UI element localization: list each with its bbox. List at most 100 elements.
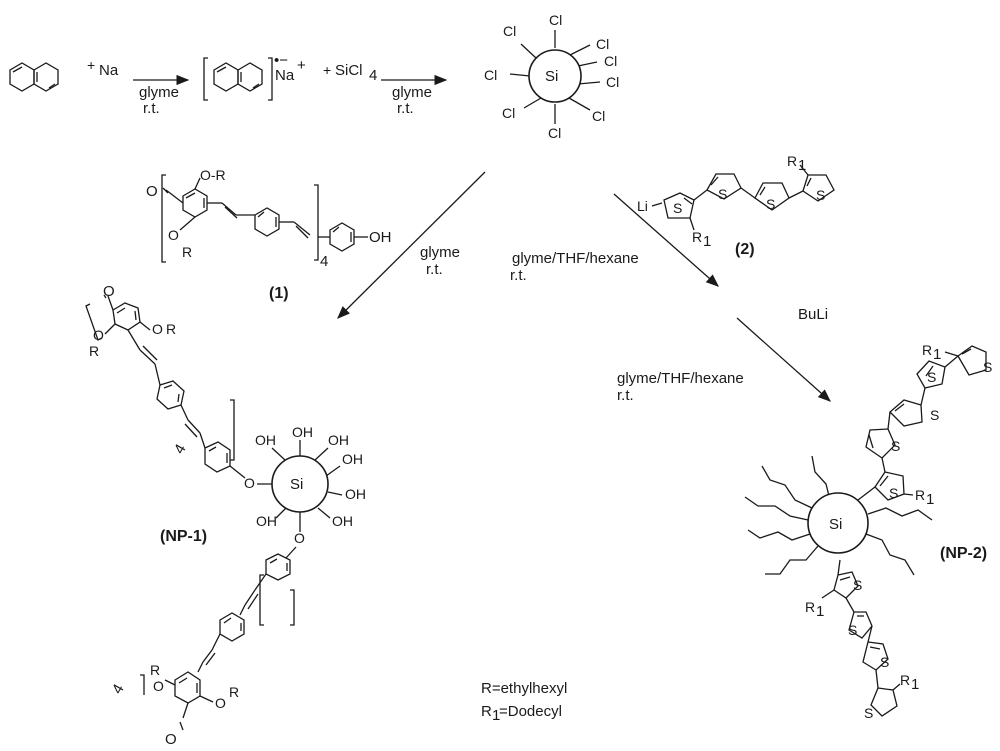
compound-1-label: (1) — [269, 285, 289, 302]
naphthalene-structure — [9, 62, 59, 92]
sicl4-subscript: 4 — [369, 67, 377, 84]
condition-step2-temp: r.t. — [397, 100, 414, 117]
carbonyl-o: O — [146, 183, 158, 200]
r1-label: R — [787, 153, 797, 169]
cl-atom: Cl — [502, 105, 515, 121]
np1-nanoparticle: O O R O R 4 O Si OH OH OH OH OH OH OH O — [85, 283, 366, 748]
alkoxy-or-label: O-R — [200, 167, 226, 183]
legend-r1-subscript: 1 — [492, 707, 500, 724]
repeat-count: 4 — [109, 681, 128, 697]
r1-subscript: 1 — [816, 603, 824, 620]
sulfur-atom: S — [983, 359, 992, 375]
condition-step4-temp: r.t. — [510, 267, 527, 284]
hydroxyl-label: OH — [255, 432, 276, 448]
radical-anion-sign: •− — [274, 52, 288, 69]
carbonyl-o: O — [103, 283, 115, 300]
r1-subscript: 1 — [926, 491, 934, 508]
cl-atom: Cl — [596, 36, 609, 52]
alkoxy-o-label: O — [93, 327, 104, 343]
carbonyl-o: O — [165, 731, 177, 748]
r1-subscript: 1 — [911, 676, 919, 693]
arrow-step4 — [613, 193, 719, 287]
sulfur-atom: S — [891, 438, 900, 454]
alkoxy-o-label: O — [215, 695, 226, 711]
sulfur-atom: S — [816, 187, 825, 203]
condition-step1-solvent: glyme — [139, 84, 179, 101]
condition-step2-solvent: glyme — [392, 84, 432, 101]
alkoxy-r-label: R — [166, 321, 176, 337]
sodium-cation-label: Na — [275, 67, 295, 84]
r1-label: R — [922, 342, 932, 358]
condition-step5-solvent: glyme/THF/hexane — [617, 370, 744, 387]
condition-step4-solvent: glyme/THF/hexane — [512, 250, 639, 267]
si-core-label: Si — [545, 68, 558, 85]
lithium-label: Li — [637, 198, 648, 214]
condition-step3-solvent: glyme — [420, 244, 460, 261]
cl-atom: Cl — [606, 74, 619, 90]
alkoxy-o-label: O — [152, 321, 163, 337]
r1-subscript: 1 — [798, 157, 806, 174]
compound-1-structure: O O-R O R 4 OH — [146, 167, 392, 270]
sulfur-atom: S — [889, 485, 898, 501]
r1-subscript: 1 — [703, 233, 711, 250]
r1-subscript: 1 — [933, 346, 941, 363]
alkoxy-r-label: R — [150, 662, 160, 678]
r1-label: R — [692, 229, 702, 245]
sulfur-atom: S — [927, 369, 936, 385]
alkoxy-r-label: R — [229, 684, 239, 700]
sulfur-atom: S — [880, 654, 889, 670]
cl-atom: Cl — [548, 125, 561, 141]
np1-label: (NP-1) — [160, 528, 207, 545]
legend-r1-symbol: R — [481, 703, 492, 720]
alkoxy-o-label: O — [168, 227, 179, 243]
repeat-count: 4 — [171, 441, 190, 457]
condition-step3-temp: r.t. — [426, 261, 443, 278]
ether-o-label: O — [294, 530, 305, 546]
si-core-label: Si — [290, 476, 303, 493]
sodium-cation-charge: + — [297, 57, 306, 74]
legend-r-definition: R=ethylhexyl — [481, 680, 567, 697]
sodium-naphthalenide-structure — [203, 57, 273, 101]
plus-sign-2: + — [323, 62, 331, 78]
arrow-step5 — [736, 317, 831, 402]
np2-label: (NP-2) — [940, 545, 987, 562]
compound-2-label: (2) — [735, 241, 755, 258]
hydroxyl-label: OH — [332, 513, 353, 529]
sulfur-atom: S — [766, 196, 775, 212]
hydroxyl-label: OH — [342, 451, 363, 467]
cl-atom: Cl — [503, 23, 516, 39]
arrow-step3 — [337, 171, 486, 319]
sulfur-atom: S — [853, 577, 862, 593]
hydroxyl-label: OH — [256, 513, 277, 529]
sulfur-atom: S — [718, 186, 727, 202]
condition-step5-temp: r.t. — [617, 387, 634, 404]
legend-r1-definition: =Dodecyl — [499, 703, 562, 720]
sicl-nanoparticle: Si Cl Cl Cl Cl Cl Cl Cl Cl Cl — [484, 12, 619, 141]
hydroxyl-label: OH — [292, 424, 313, 440]
repeat-count: 4 — [320, 253, 328, 270]
alkoxy-r-label: R — [182, 244, 192, 260]
si-core-label: Si — [829, 516, 842, 533]
alkoxy-o-label: O — [153, 678, 164, 694]
hydroxyl-label: OH — [328, 432, 349, 448]
plus-sign-1: + — [87, 57, 95, 73]
sulfur-atom: S — [930, 407, 939, 423]
np2-nanoparticle: Si R 1 S S S S S R 1 S R 1 S S S R 1 — [744, 342, 992, 721]
cl-atom: Cl — [604, 53, 617, 69]
cl-atom: Cl — [549, 12, 562, 28]
condition-step1-temp: r.t. — [143, 100, 160, 117]
r1-label: R — [915, 487, 925, 503]
sulfur-atom: S — [864, 705, 873, 721]
condition-step5-reagent: BuLi — [798, 306, 828, 323]
ether-o-label: O — [244, 475, 255, 491]
sulfur-atom: S — [848, 622, 857, 638]
cl-atom: Cl — [592, 108, 605, 124]
r1-label: R — [805, 599, 815, 615]
cl-atom: Cl — [484, 67, 497, 83]
hydroxyl-label: OH — [345, 486, 366, 502]
sulfur-atom: S — [673, 200, 682, 216]
sicl4-label: SiCl — [335, 62, 363, 79]
hydroxyl-label: OH — [369, 229, 392, 246]
r1-label: R — [900, 672, 910, 688]
